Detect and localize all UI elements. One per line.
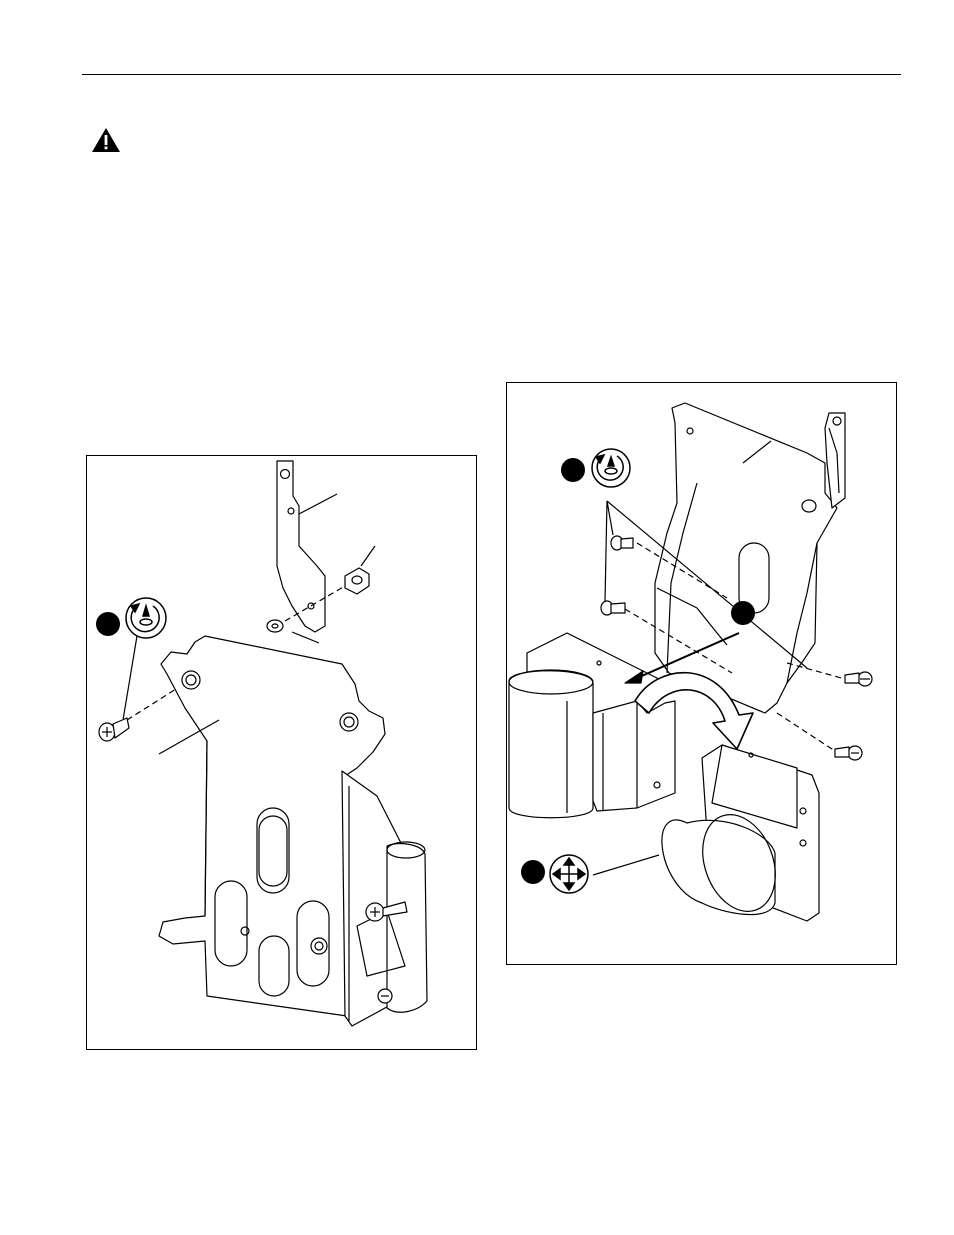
- figure-right-drawing: [507, 383, 898, 966]
- callout-1: [96, 612, 120, 636]
- callout-2: [731, 601, 755, 625]
- figure-left-drawing: [87, 456, 478, 1051]
- callout-3: [521, 860, 545, 884]
- figure-right: [506, 382, 897, 965]
- figure-left: [86, 455, 477, 1050]
- tighten-screw-icon: [126, 598, 166, 638]
- pole-clamp-rotated: [662, 745, 819, 922]
- slide-bracket: [277, 461, 337, 632]
- screw: [99, 636, 137, 741]
- nut: [345, 546, 375, 594]
- interface-plate: [655, 403, 837, 713]
- pole-clamp-open: [509, 633, 675, 818]
- tighten-screw-icon: [592, 449, 630, 487]
- warning-triangle-icon: [91, 127, 121, 153]
- adjust-move-icon: [550, 855, 588, 893]
- header-rule: [82, 74, 901, 75]
- callout-1: [561, 458, 585, 482]
- pole-clamp: [342, 771, 427, 1026]
